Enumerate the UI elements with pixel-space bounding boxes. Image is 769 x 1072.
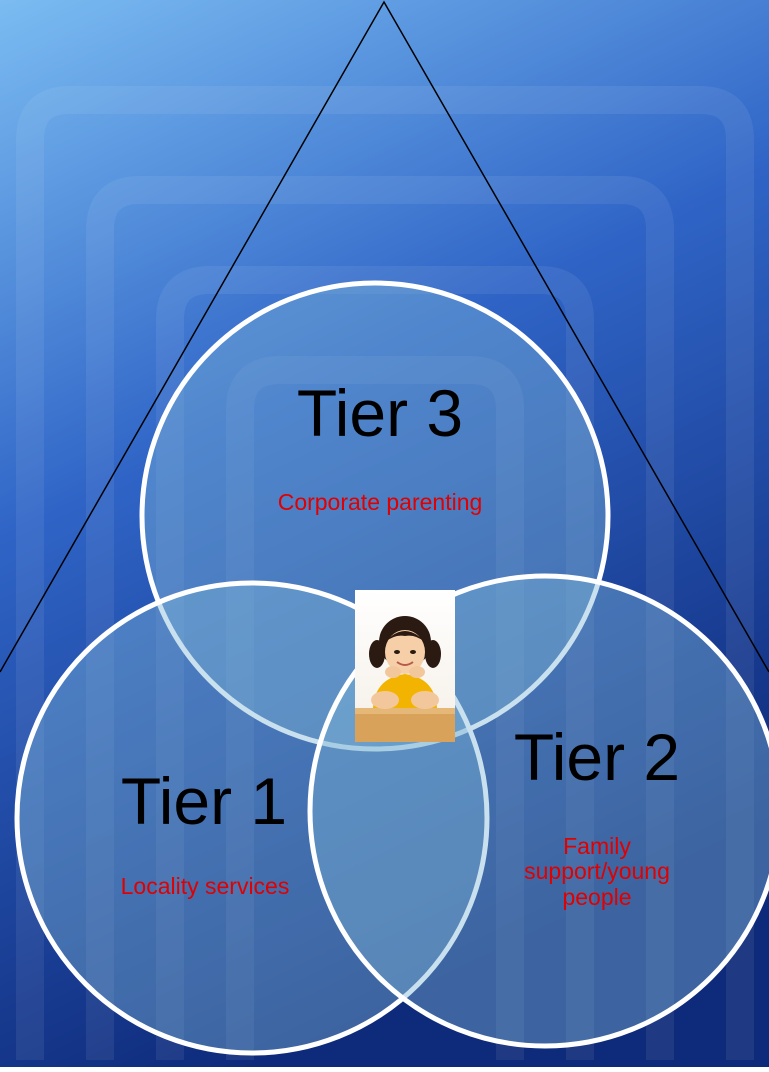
tier-2-description: Family support/young people [475,833,719,910]
tier-1-description: Locality services [120,873,290,899]
tier-3-title: Tier 3 [296,376,464,450]
pyramid-outline [0,0,769,673]
tier-1-title: Tier 1 [120,764,288,838]
child-photo-icon [355,590,455,742]
tier-2-description-line: support/young [524,858,670,885]
tier-2-title: Tier 2 [513,720,681,794]
tier-2-description-line: people [562,883,632,910]
tier-2-description-line: Family [563,833,631,859]
tier-3-description: Corporate parenting [277,489,483,515]
tier-3-circle [139,280,611,752]
background-pattern [16,86,754,1060]
